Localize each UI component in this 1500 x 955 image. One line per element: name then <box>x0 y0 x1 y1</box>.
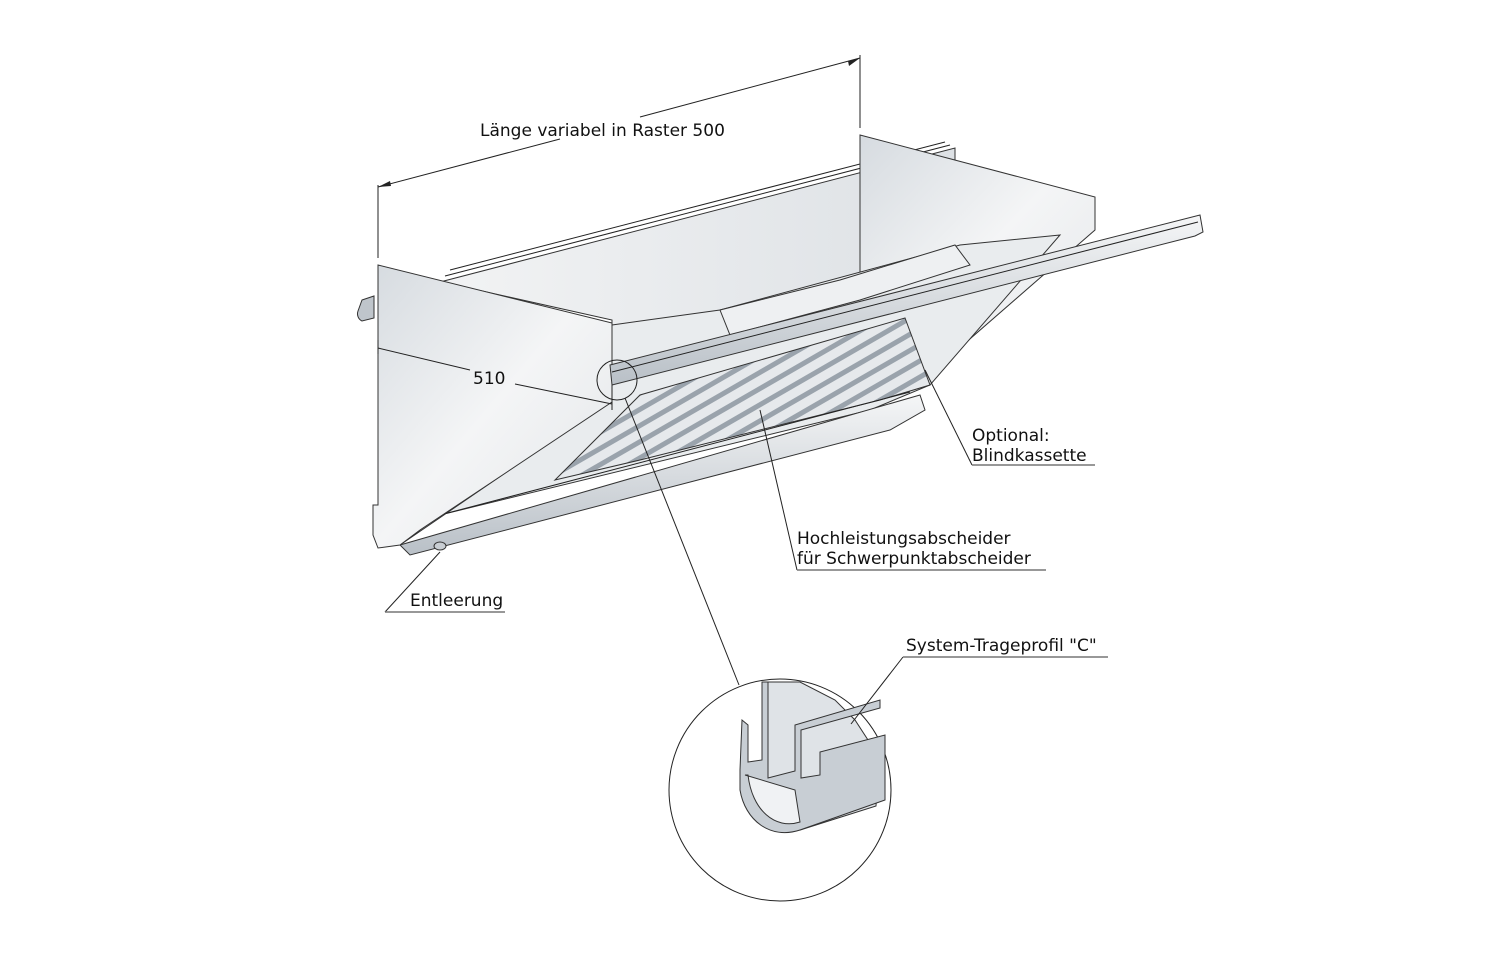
left-side-panel <box>372 264 613 549</box>
drip-trough <box>399 394 926 556</box>
left-profile-stub <box>357 295 375 322</box>
filter-grease-separator <box>553 317 931 481</box>
separator-label-1: Hochleistungsabscheider <box>797 529 1011 549</box>
depth-label: 510 <box>473 369 505 389</box>
profile-detail-view <box>668 678 892 902</box>
separator-label-2: für Schwerpunktabscheider <box>797 549 1031 569</box>
drain-label: Entleerung <box>410 591 503 611</box>
profile-label: System-Trageprofil "C" <box>906 636 1097 656</box>
length-label: Länge variabel in Raster 500 <box>480 121 725 141</box>
length-dimension <box>377 55 861 258</box>
optional-label-2: Blindkassette <box>972 446 1087 466</box>
front-support-rail <box>609 214 1204 386</box>
optional-label-1: Optional: <box>972 426 1050 446</box>
detail-marker-circle <box>596 359 638 401</box>
drain-outlet <box>433 541 447 551</box>
depth-dimension <box>377 340 613 410</box>
